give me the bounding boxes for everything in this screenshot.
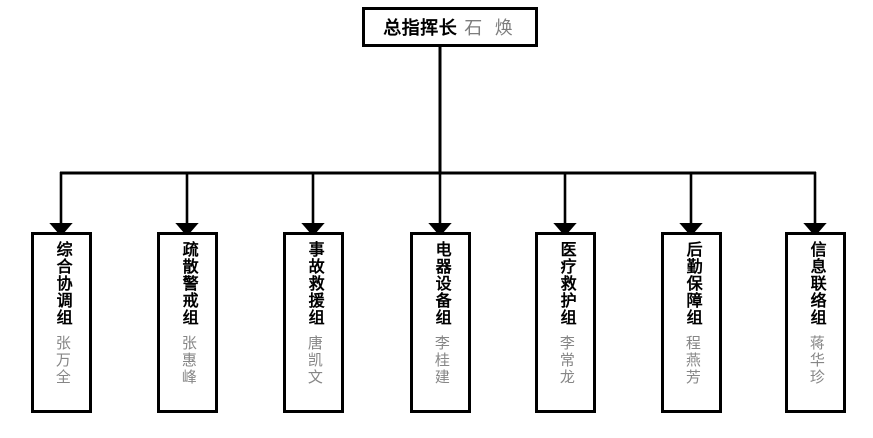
group-node-7-person: 蒋华珍 [807, 335, 824, 386]
group-node-7-title: 信息联络组 [807, 241, 825, 326]
group-node-2-title: 疏散警戒组 [179, 241, 197, 326]
root-node-person: 石 焕 [464, 18, 517, 38]
root-node-commander[interactable]: 总指挥长 石 焕 [362, 7, 538, 47]
group-node-4-person: 李桂建 [432, 335, 449, 386]
group-node-5-content: 医疗救护组 李常龙 [538, 241, 593, 404]
group-node-3[interactable]: 事故救援组 唐凯文 [283, 232, 344, 413]
group-node-3-content: 事故救援组 唐凯文 [286, 241, 341, 404]
group-node-2-person: 张惠峰 [179, 335, 196, 386]
group-node-5[interactable]: 医疗救护组 李常龙 [535, 232, 596, 413]
group-node-1-person: 张万全 [53, 335, 70, 386]
group-node-6-content: 后勤保障组 程燕芳 [664, 241, 719, 404]
group-node-7[interactable]: 信息联络组 蒋华珍 [785, 232, 846, 413]
group-node-2[interactable]: 疏散警戒组 张惠峰 [157, 232, 218, 413]
group-node-2-content: 疏散警戒组 张惠峰 [160, 241, 215, 404]
group-node-3-person: 唐凯文 [305, 335, 322, 386]
group-node-1-title: 综合协调组 [53, 241, 71, 326]
group-node-4-title: 电器设备组 [432, 241, 450, 326]
group-node-4-content: 电器设备组 李桂建 [413, 241, 468, 404]
group-node-3-title: 事故救援组 [305, 241, 323, 326]
group-node-6-person: 程燕芳 [683, 335, 700, 386]
group-node-5-person: 李常龙 [557, 335, 574, 386]
group-node-5-title: 医疗救护组 [557, 241, 575, 326]
group-node-1-content: 综合协调组 张万全 [34, 241, 89, 404]
root-node-title: 总指挥长 [383, 18, 458, 38]
group-node-4[interactable]: 电器设备组 李桂建 [410, 232, 471, 413]
group-node-6[interactable]: 后勤保障组 程燕芳 [661, 232, 722, 413]
group-node-1[interactable]: 综合协调组 张万全 [31, 232, 92, 413]
group-node-7-content: 信息联络组 蒋华珍 [788, 241, 843, 404]
group-node-6-title: 后勤保障组 [683, 241, 701, 326]
